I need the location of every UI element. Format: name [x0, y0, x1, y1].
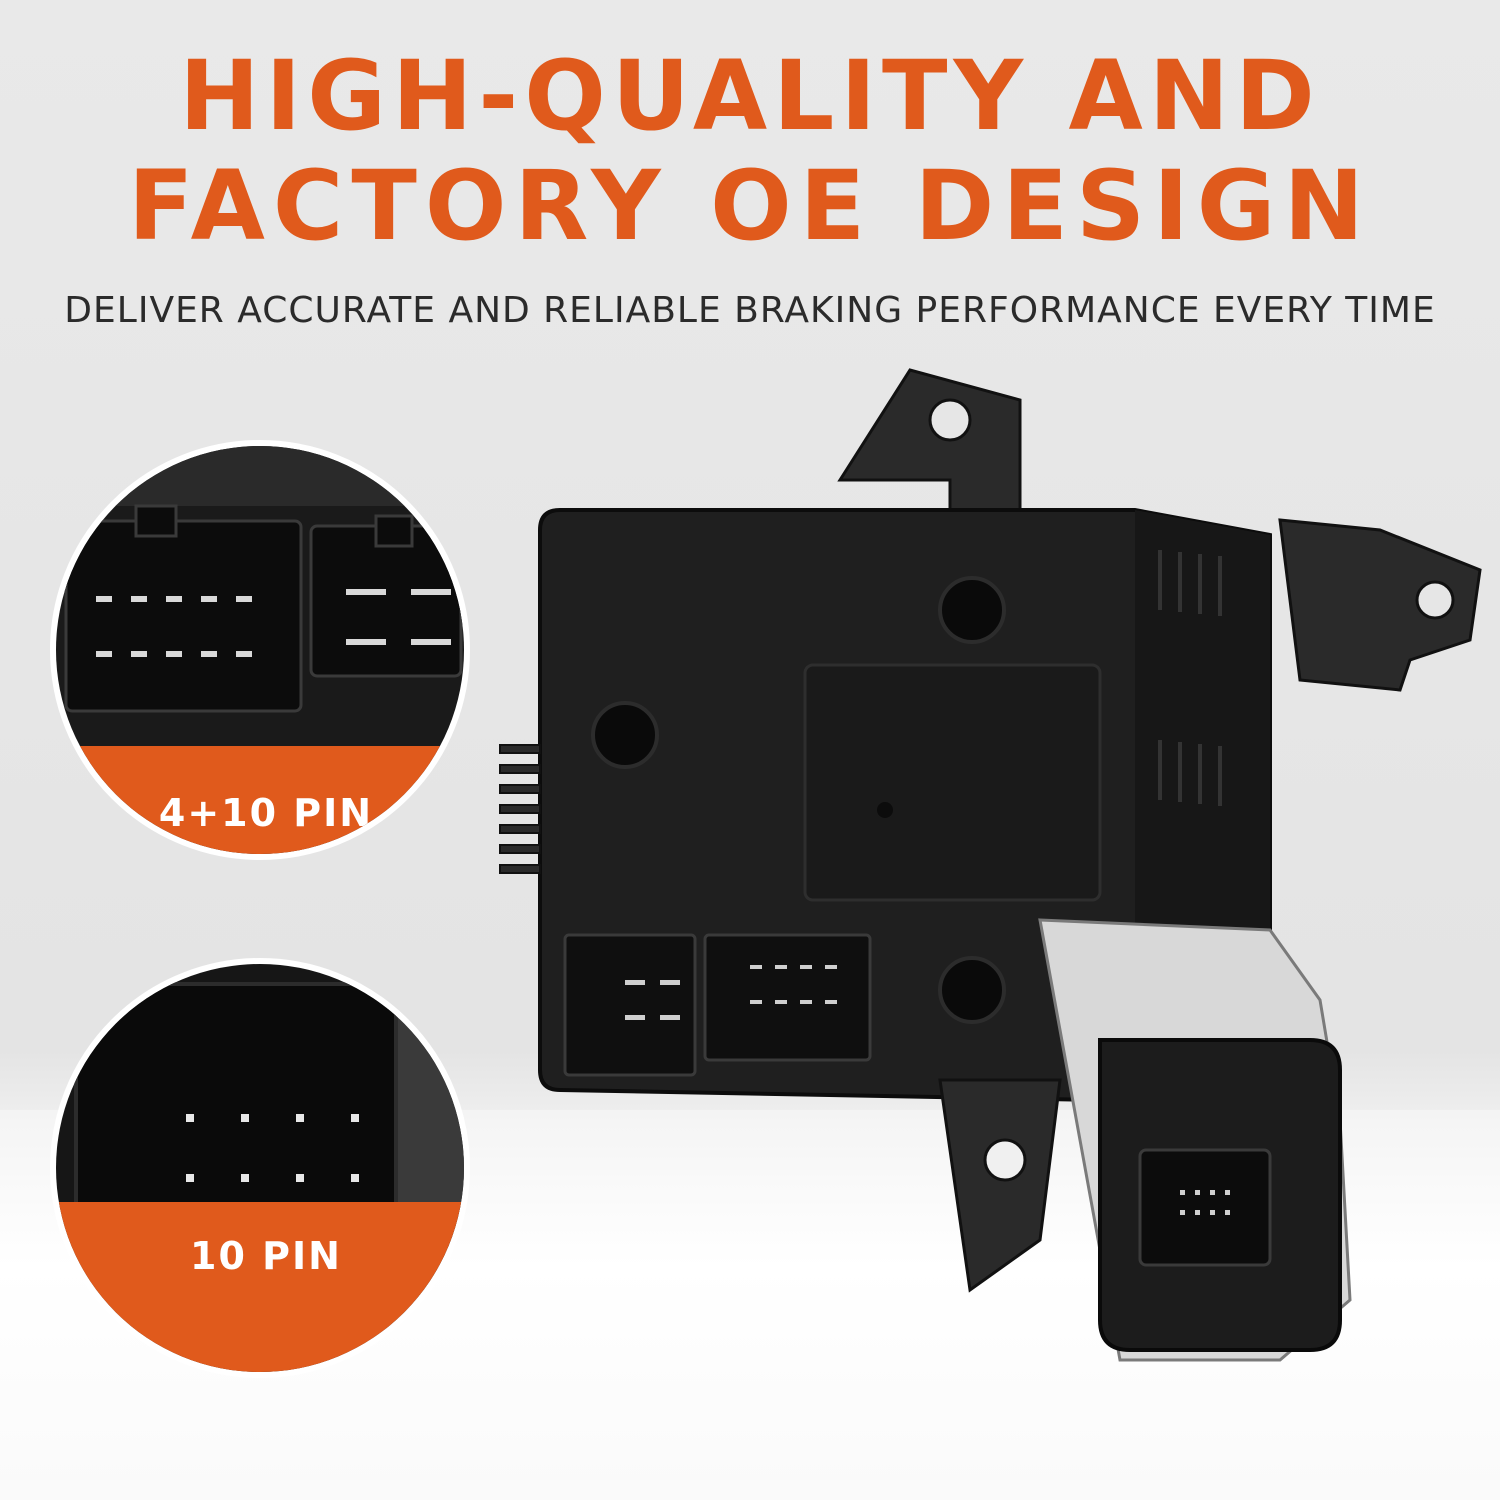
- callout-label-10-pin: 10 PIN: [190, 1234, 342, 1278]
- connector-callout-10-pin: 10 PIN: [50, 958, 470, 1378]
- connector-callout-4-10-pin: 4+10 PIN: [50, 440, 470, 860]
- callout-label-4-10-pin: 4+10 PIN: [158, 791, 374, 835]
- trailer-brake-control-module-image: [480, 360, 1490, 1480]
- connector-10pin-closeup-icon: [56, 964, 464, 1372]
- headline-line-2: FACTORY OE DESIGN: [128, 150, 1372, 262]
- trailer-brake-control-module-icon: [499, 368, 1482, 1362]
- connector-14pin-closeup-icon: [56, 446, 464, 854]
- subheadline: DELIVER ACCURATE AND RELIABLE BRAKING PE…: [64, 290, 1436, 331]
- headline-line-1: HIGH-QUALITY AND: [179, 40, 1321, 152]
